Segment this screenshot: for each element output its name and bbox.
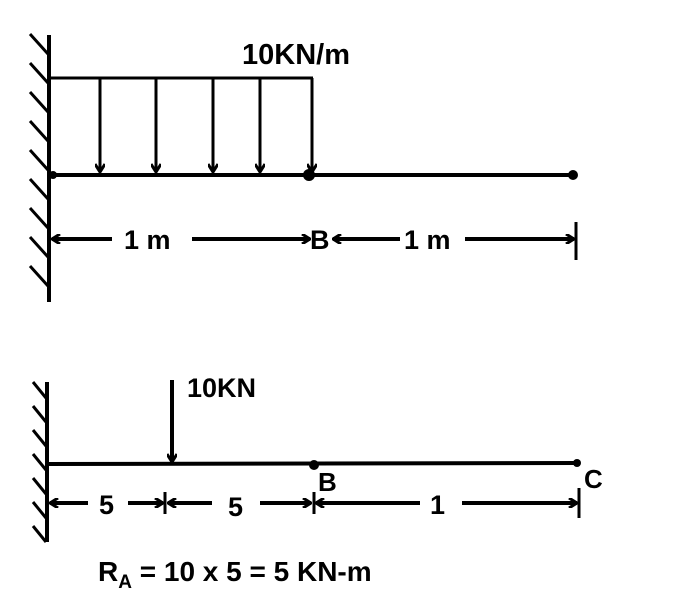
hatch-line [28,206,50,230]
point-b-label: B [310,225,330,255]
point-b-dot [309,460,319,470]
hatch-line [28,32,50,56]
seg1-label: 5 [99,490,114,520]
seg2-label: 5 [228,492,243,522]
point-b-dot [303,169,315,181]
hatch-line [31,405,48,423]
hatch-line [28,90,50,114]
load-label: 10KN/m [242,39,350,71]
hatch-line [31,381,48,399]
top-cantilever: 10KN/m 1 m B 1 m [28,32,578,302]
end-dot [568,170,578,180]
bottom-cantilever: 10KN B C 5 5 1 RA = 10 x 5 = 5 KN-m [31,373,603,593]
point-c-dot [573,459,581,467]
point-c-label: C [584,464,603,494]
seg3-label: 1 [430,490,445,520]
span1-label: 1 m [124,225,171,255]
hatch-line [28,61,50,85]
point-a-dot [49,171,57,179]
hatch-line [31,525,48,543]
hatch-line [28,148,50,172]
wall-hatching [31,381,48,543]
hatch-line [28,264,50,288]
force-label: 10KN [187,373,256,403]
hatch-line [31,477,48,495]
hatch-line [28,177,50,201]
hatch-line [31,501,48,519]
hatch-line [31,429,48,447]
reaction-formula: RA = 10 x 5 = 5 KN-m [98,556,372,593]
point-b-label: B [318,467,337,497]
udl-arrows [100,78,312,172]
hatch-line [28,119,50,143]
hatch-line [31,453,48,471]
hatch-line [28,235,50,259]
span2-label: 1 m [404,225,451,255]
wall-hatching [28,32,50,288]
